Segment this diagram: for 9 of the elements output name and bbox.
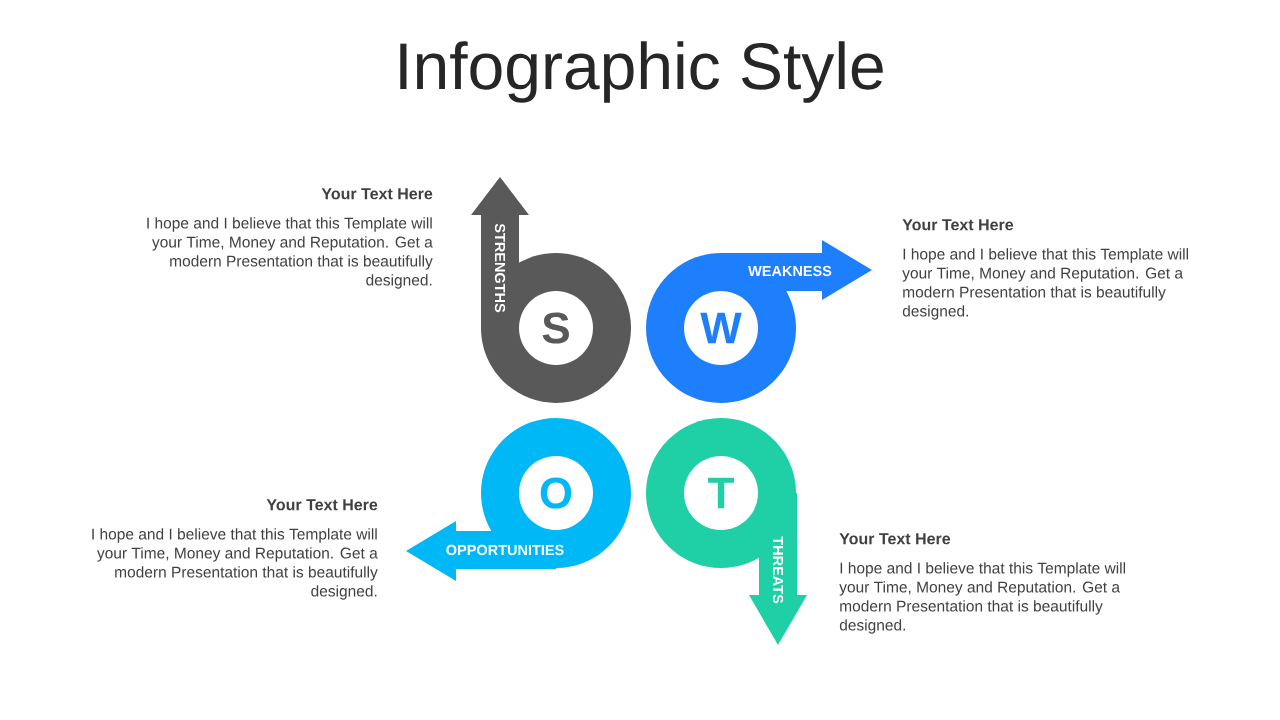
heading-text: Your Text Here <box>266 499 378 511</box>
heading-text: Your Text Here <box>321 188 433 200</box>
body-text: I hope and I believe that this Template will your Time, Money and Reputation. Get a modern Presentation that is beautifully designed. <box>92 528 378 600</box>
heading-text: Your Text Here <box>839 533 951 545</box>
title: Infographic Style <box>400 41 883 103</box>
body-text: I hope and I believe that this Template will your Time, Money and Reputation. Get a modern Presentation that is beautifully designed. <box>147 217 433 289</box>
heading-text: Your Text Here <box>902 219 1014 231</box>
body-text: I hope and I believe that this Template will your Time, Money and Reputation. Get a modern Presentation that is beautifully designed. <box>839 562 1126 634</box>
body-text: I hope and I believe that this Template will your Time, Money and Reputation. Get a modern Presentation that is beautifully designed. <box>902 248 1188 320</box>
